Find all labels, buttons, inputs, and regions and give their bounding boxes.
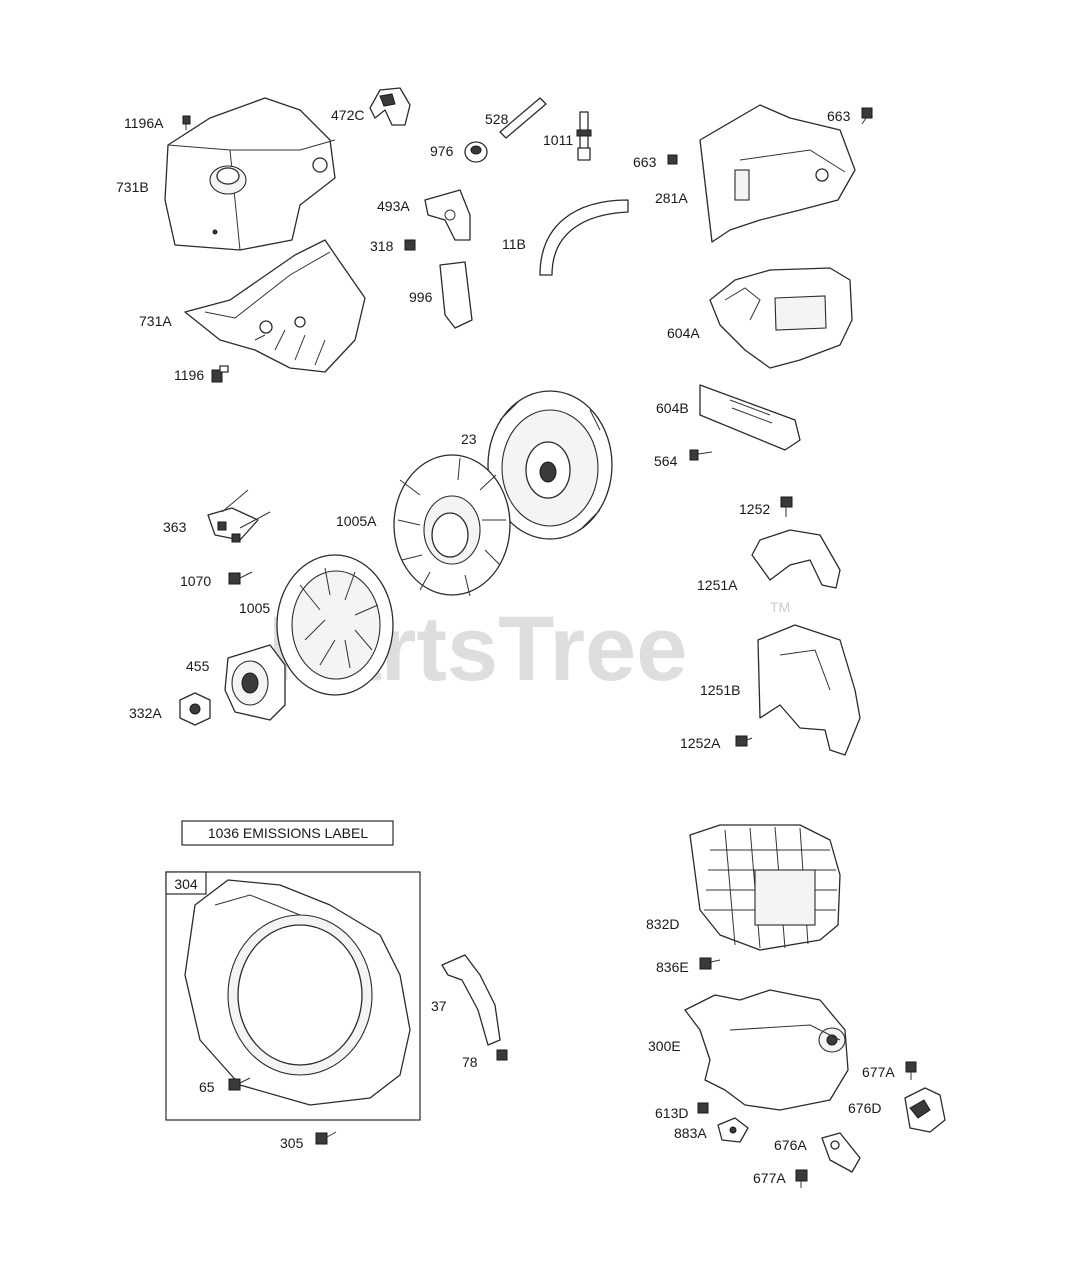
callout-472C: 472C (331, 107, 364, 123)
screw-1070-part[interactable] (228, 571, 253, 585)
callout-23: 23 (461, 431, 477, 447)
screw-1196-part[interactable] (211, 365, 229, 383)
hose-11B-part[interactable] (539, 199, 629, 276)
watermark-trademark: TM (770, 599, 790, 615)
muffler-300E-part[interactable] (684, 989, 849, 1111)
grommet-976-part[interactable] (464, 141, 488, 163)
callout-604B: 604B (656, 400, 689, 416)
callout-731B: 731B (116, 179, 149, 195)
callout-281A: 281A (655, 190, 688, 206)
callout-676D: 676D (848, 1100, 881, 1116)
flywheel-23-part[interactable] (487, 390, 613, 540)
callout-1252: 1252 (739, 501, 770, 517)
callout-604A: 604A (667, 325, 700, 341)
emissions-label-text: 1036 EMISSIONS LABEL (208, 825, 369, 841)
callout-318: 318 (370, 238, 394, 254)
screw-305-part[interactable] (315, 1131, 337, 1145)
screw-663-left-part[interactable] (667, 154, 678, 165)
bracket-472C-part[interactable] (369, 87, 411, 126)
screw-318-part[interactable] (404, 239, 416, 251)
emissions-label-box: 1036 EMISSIONS LABEL (181, 820, 394, 846)
cup-455-part[interactable] (224, 644, 286, 721)
callout-1251B: 1251B (700, 682, 740, 698)
deflector-676D-part[interactable] (904, 1087, 946, 1133)
callout-455: 455 (186, 658, 210, 674)
screw-677A-top-part[interactable] (905, 1061, 917, 1080)
screw-1252-part[interactable] (780, 496, 793, 517)
callout-883A: 883A (674, 1125, 707, 1141)
callout-528: 528 (485, 111, 509, 127)
shield-1251A-part[interactable] (751, 529, 841, 589)
cover-604A-part[interactable] (709, 267, 853, 369)
shield-1251B-part[interactable] (757, 624, 861, 756)
guard-37-part[interactable] (441, 954, 501, 1046)
callout-1005: 1005 (239, 600, 270, 616)
callout-1252A: 1252A (680, 735, 721, 751)
callout-996: 996 (409, 289, 433, 305)
callout-976: 976 (430, 143, 454, 159)
bracket-493A-part[interactable] (424, 189, 471, 241)
group-box-label: 304 (174, 876, 198, 892)
screw-677A-bottom-part[interactable] (795, 1169, 808, 1188)
callout-65: 65 (199, 1079, 215, 1095)
screw-836E-part[interactable] (699, 957, 721, 970)
gasket-883A-part[interactable] (717, 1117, 749, 1143)
callout-1196A: 1196A (124, 115, 164, 131)
fan-housing-1005-part[interactable] (276, 554, 394, 696)
panel-281A-part[interactable] (699, 104, 856, 243)
callout-305: 305 (280, 1135, 304, 1151)
callout-564: 564 (654, 453, 678, 469)
callout-1011: 1011 (543, 132, 573, 148)
fitting-1011-part[interactable] (576, 111, 592, 161)
gasket-996-part[interactable] (439, 261, 473, 329)
screw-613D-part[interactable] (697, 1102, 709, 1114)
callout-676A: 676A (774, 1137, 807, 1153)
callout-493A: 493A (377, 198, 410, 214)
callout-37: 37 (431, 998, 447, 1014)
callout-1251A: 1251A (697, 577, 738, 593)
callout-300E: 300E (648, 1038, 681, 1054)
callout-731A: 731A (139, 313, 172, 329)
shroud-731A-part[interactable] (184, 239, 366, 373)
hose-528-part[interactable] (499, 97, 547, 139)
callout-11B: 11B (502, 236, 526, 252)
screw-78-part[interactable] (496, 1049, 508, 1061)
nut-332A-part[interactable] (179, 692, 211, 726)
callout-1070: 1070 (180, 573, 211, 589)
screw-663-top-part[interactable] (861, 107, 873, 125)
callout-677A-bottom: 677A (753, 1170, 786, 1186)
deflector-676A-part[interactable] (821, 1132, 861, 1173)
blower-housing-304-part[interactable] (184, 879, 411, 1106)
screw-1252A-part[interactable] (735, 735, 753, 747)
fan-1005A-part[interactable] (393, 454, 511, 597)
callout-832D: 832D (646, 916, 679, 932)
callout-836E: 836E (656, 959, 689, 975)
callout-1005A: 1005A (336, 513, 377, 529)
callout-663-top: 663 (827, 108, 851, 124)
screw-65-part[interactable] (228, 1077, 251, 1091)
callout-363: 363 (163, 519, 187, 535)
fuel-tank-part[interactable] (164, 97, 336, 251)
callout-677A-top: 677A (862, 1064, 895, 1080)
screw-564-part[interactable] (689, 449, 713, 461)
callout-labels: 1196A 731B 472C 528 976 1011 663 663 281… (116, 107, 895, 1186)
screw-1196A-part[interactable] (182, 115, 191, 130)
callout-1196: 1196 (174, 367, 204, 383)
callout-613D: 613D (655, 1105, 688, 1121)
plate-604B-part[interactable] (699, 384, 801, 451)
bracket-363-part[interactable] (207, 489, 271, 543)
muffler-guard-832D-part[interactable] (689, 824, 841, 951)
callout-78: 78 (462, 1054, 478, 1070)
callout-663-left: 663 (633, 154, 657, 170)
callout-332A: 332A (129, 705, 162, 721)
